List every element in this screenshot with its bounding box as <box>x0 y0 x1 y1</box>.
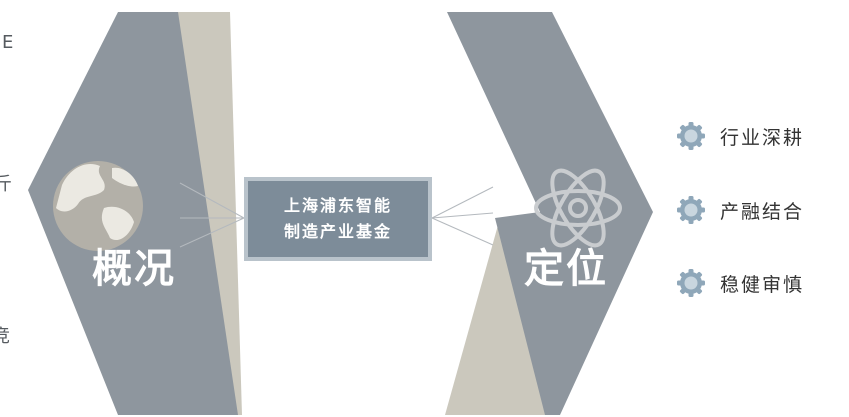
globe-icon <box>53 161 143 251</box>
gear-icon <box>677 122 705 150</box>
bullet-item-2: 产融结合 <box>676 195 804 225</box>
overview-label: 概况 <box>92 245 176 292</box>
gear-icon <box>677 269 705 297</box>
bullet-item-3: 稳健审慎 <box>676 268 804 298</box>
bullet-text-3: 稳健审慎 <box>720 273 805 296</box>
atom-icon <box>534 168 622 248</box>
positioning-label: 定位 <box>524 245 608 292</box>
fund-name-line-1: 上海浦东智能 <box>283 196 392 215</box>
bullet-text-1: 行业深耕 <box>720 126 805 149</box>
fund-name-box: 上海浦东智能 制造产业基金 <box>244 177 432 261</box>
gear-icon <box>677 196 705 224</box>
fund-name-line-2: 制造产业基金 <box>283 222 392 241</box>
right-chevron <box>445 12 653 415</box>
connector-lines <box>179 182 494 248</box>
right-chevron-main <box>447 12 653 415</box>
left-edge-char-3: 竞 <box>0 326 10 347</box>
left-edge-char-2: 斤 <box>0 174 12 195</box>
bullet-item-1: 行业深耕 <box>676 121 804 151</box>
bullet-text-2: 产融结合 <box>720 200 805 223</box>
left-edge-char-1: E <box>2 32 14 53</box>
